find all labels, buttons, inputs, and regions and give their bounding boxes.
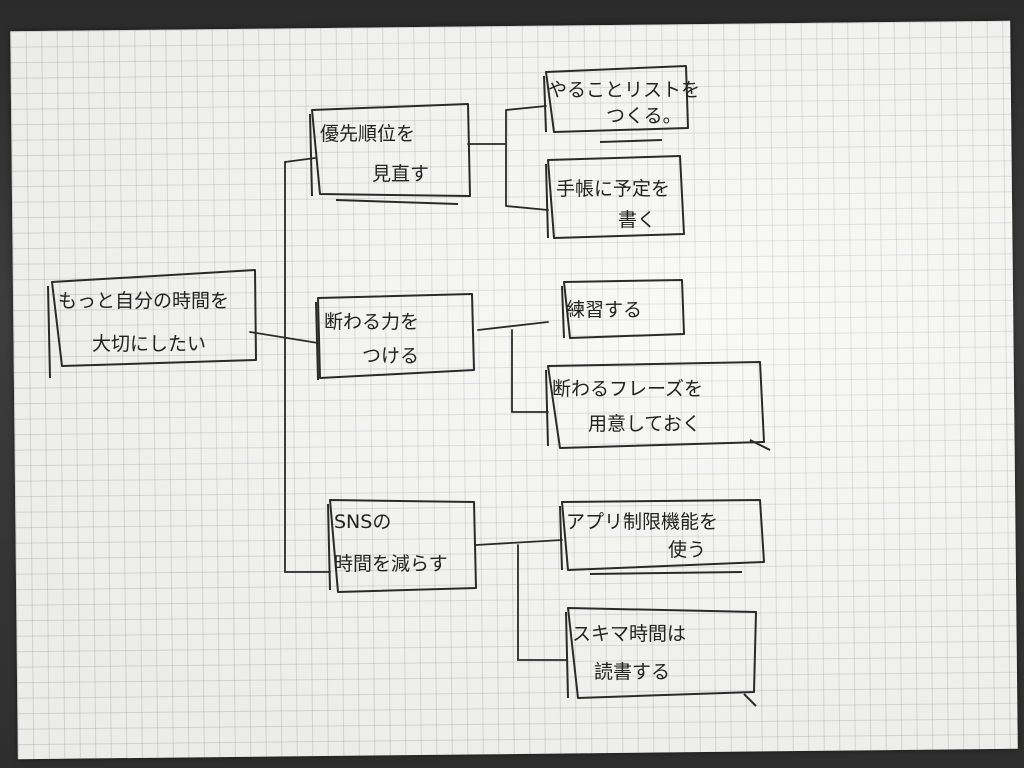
branch-2-line-1: 断わる力を [324,311,419,333]
child-node-2-1: 練習する [561,279,685,339]
child-3-1-line-2: 使う [668,539,706,561]
edge-root-to-spine [249,331,319,344]
branch-node-3: SNSの 時間を減らす [327,499,477,593]
child-node-3-2: スキマ時間は 読書する [565,607,757,707]
branch-node-1: 優先順位を 見直す [309,103,471,205]
branch-1-line-1: 優先順位を [320,123,415,145]
branch-3-line-2: 時間を減らす [334,553,448,575]
edge-branch-1-children [467,105,549,211]
root-line-1: もっと自分の時間を [58,290,229,312]
child-2-2-line-2: 用意しておく [588,413,701,435]
branch-3-line-1: SNSの [334,511,391,533]
root-node: もっと自分の時間を 大切にしたい [47,269,257,379]
edge-spine-to-branch-1 [284,157,316,163]
branch-1-line-2: 見直す [372,163,429,185]
child-1-2-line-1: 手帳に予定を [556,178,670,200]
child-1-1-line-2: つくる。 [606,105,682,127]
child-1-2-line-2: 書く [618,209,656,231]
branch-node-2: 断わる力を つける [315,293,475,381]
child-node-3-1: アプリ制限機能を 使う [559,499,765,575]
child-node-1-2: 手帳に予定を 書く [545,155,685,239]
child-3-2-line-1: スキマ時間は [572,623,686,645]
connector-lines [249,105,567,661]
edge-branch-3-children [475,539,567,661]
branch-2-line-2: つける [362,345,419,367]
edge-branch-2-children [477,321,549,413]
child-node-2-2: 断わるフレーズを 用意しておく [545,361,771,451]
child-3-1-line-1: アプリ制限機能を [566,511,718,533]
edge-spine [284,161,331,573]
child-1-1-line-1: やることリストを [548,79,700,101]
child-2-1-line-1: 練習する [566,299,642,321]
child-2-2-line-1: 断わるフレーズを [552,378,703,400]
child-3-2-line-2: 読書する [594,661,670,683]
root-line-2: 大切にしたい [92,333,206,355]
child-node-1-1: やることリストを つくる。 [543,65,700,143]
